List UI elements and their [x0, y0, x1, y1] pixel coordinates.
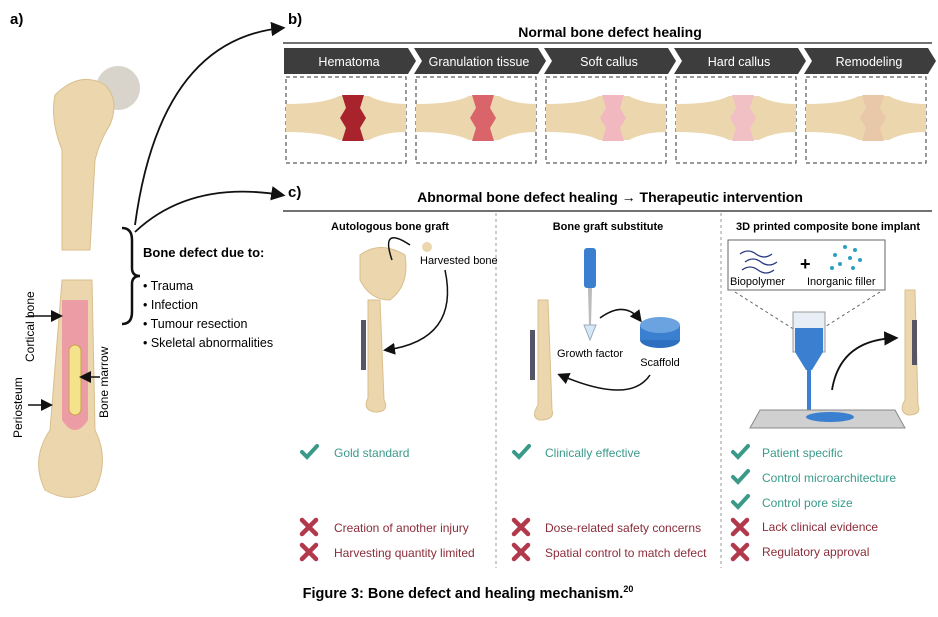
pro-item: Control pore size	[762, 496, 853, 510]
materials-box	[727, 239, 886, 291]
annotation-inorganic-filler: Inorganic filler	[807, 276, 876, 288]
cause-item: • Infection	[143, 298, 198, 312]
cross-icon	[302, 520, 316, 534]
stage-chevron	[414, 48, 546, 74]
defect-region	[730, 95, 756, 141]
stage-chevron	[674, 48, 806, 74]
pipette-scaffold-illustration	[530, 248, 680, 421]
annotation-growth-factor-1: Growth factor	[557, 348, 623, 360]
label-periosteum: Periosteum	[11, 377, 25, 438]
check-icon	[731, 494, 750, 509]
femur-illustration	[38, 66, 140, 498]
check-icon	[731, 469, 750, 484]
pelvis-femur-illustration	[359, 242, 432, 413]
cross-icon	[733, 545, 747, 559]
check-icon	[731, 444, 750, 459]
cross-icon	[514, 520, 528, 534]
panel-label-c: c)	[288, 184, 301, 201]
check-icon	[512, 444, 531, 459]
stage-label: Hard callus	[708, 55, 771, 69]
defect-region	[470, 95, 496, 141]
defect-region	[860, 95, 886, 141]
caption-reference: 20	[623, 584, 633, 594]
panel-c-title: Abnormal bone defect healing → Therapeut…	[417, 189, 803, 205]
stage-chevron	[544, 48, 676, 74]
con-item: Spatial control to match defect	[545, 546, 707, 560]
stage-label: Hematoma	[318, 55, 379, 69]
panel-label-a: a)	[10, 11, 23, 28]
column-title: 3D printed composite bone implant	[736, 221, 920, 233]
panel-b-title: Normal bone defect healing	[518, 24, 702, 40]
pro-item: Control microarchitecture	[762, 471, 896, 485]
pro-item: Patient specific	[762, 446, 843, 460]
stage-label: Remodeling	[836, 55, 903, 69]
con-item: Regulatory approval	[762, 545, 869, 559]
annotation-biopolymer: Biopolymer	[730, 276, 785, 288]
annotation-harvested-bone: Harvested bone	[420, 255, 498, 267]
check-icon	[300, 444, 319, 459]
cause-item: • Skeletal abnormalities	[143, 336, 273, 350]
defect-region	[600, 95, 626, 141]
con-item: Harvesting quantity limited	[334, 546, 475, 560]
3d-printer-illustration	[734, 289, 920, 429]
con-item: Dose-related safety concerns	[545, 521, 701, 535]
arrow-to-b	[134, 21, 286, 226]
annotation-scaffold: Scaffold	[640, 357, 680, 369]
pro-item: Clinically effective	[545, 446, 640, 460]
con-item: Creation of another injury	[334, 521, 469, 535]
column-title: Autologous bone graft	[331, 221, 449, 233]
panel-label-b: b)	[288, 11, 302, 28]
figure-caption: Figure 3: Bone defect and healing mechan…	[303, 584, 634, 602]
column-title: Bone graft substitute	[553, 221, 664, 233]
cross-icon	[733, 520, 747, 534]
stage-label: Soft callus	[580, 55, 638, 69]
plus-icon: +	[800, 254, 811, 274]
pro-item: Gold standard	[334, 446, 409, 460]
filler-dots-icon	[830, 245, 862, 270]
cause-item: • Trauma	[143, 279, 193, 293]
stage-chevron	[284, 48, 416, 74]
caption-text: Figure 3: Bone defect and healing mechan…	[303, 586, 624, 602]
cross-icon	[514, 545, 528, 559]
defect-brace	[121, 226, 141, 326]
biopolymer-icon	[739, 250, 778, 274]
cause-item: • Tumour resection	[143, 317, 247, 331]
label-bone-marrow: Bone marrow	[97, 346, 111, 418]
defect-region	[340, 95, 366, 141]
cross-icon	[302, 545, 316, 559]
arrow-to-c	[134, 186, 286, 233]
con-item: Lack clinical evidence	[762, 520, 878, 534]
stage-chevron	[804, 48, 936, 74]
label-cortical-bone: Cortical bone	[23, 291, 37, 362]
stage-label: Granulation tissue	[429, 55, 530, 69]
defect-title: Bone defect due to:	[143, 245, 264, 260]
